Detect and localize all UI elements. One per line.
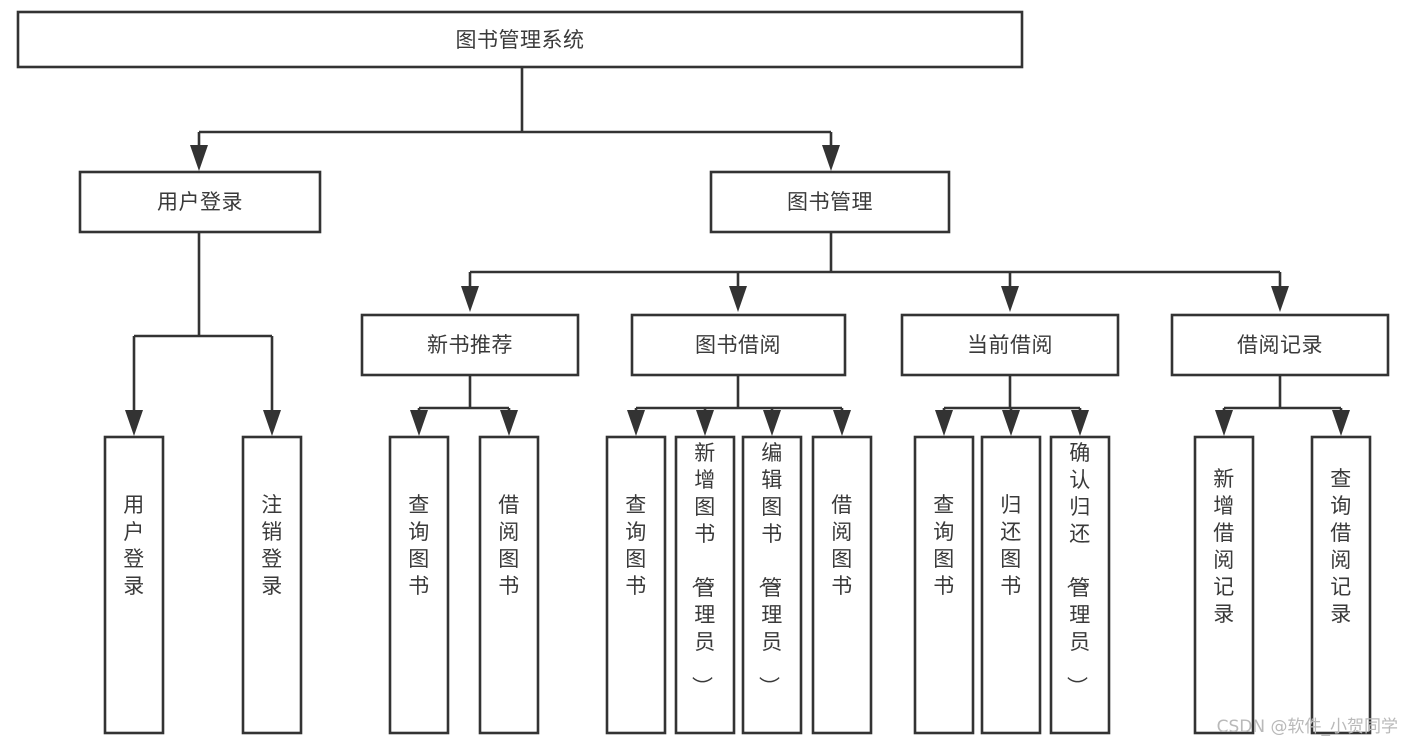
arrow-cb-leaf-1-icon — [935, 410, 953, 436]
node-leaf-nbr-query-label: 查询图书 — [408, 493, 430, 598]
node-book-manage-label: 图书管理 — [787, 190, 873, 214]
node-leaf-br-query-box[interactable] — [1310, 435, 1372, 735]
arrow-user-login-leaf-1-icon — [125, 410, 143, 436]
arrow-bb-leaf-1-icon — [627, 410, 645, 436]
node-leaf-user-login[interactable]: 用户登录 — [103, 435, 165, 735]
arrow-bb-leaf-3-icon — [763, 410, 781, 436]
node-leaf-bb-edit-box[interactable] — [741, 435, 803, 735]
node-leaf-logout-box[interactable] — [241, 435, 303, 735]
node-borrow-record-label: 借阅记录 — [1237, 333, 1323, 357]
watermark-label: CSDN @软件_小贺同学 — [1217, 717, 1398, 737]
arrow-br-leaf-1-icon — [1215, 410, 1233, 436]
node-current-borrow-label: 当前借阅 — [967, 333, 1053, 357]
node-leaf-cb-query-box[interactable] — [913, 435, 975, 735]
node-new-book-rec-box[interactable] — [360, 313, 580, 377]
arrow-root-to-user-login-icon — [190, 145, 208, 171]
connector-layer — [125, 67, 1350, 436]
node-root-box[interactable] — [16, 10, 1024, 69]
node-leaf-bb-borrow-label: 借阅图书 — [831, 493, 853, 598]
node-book-borrow-box[interactable] — [630, 313, 847, 377]
node-leaf-bb-borrow-box[interactable] — [811, 435, 873, 735]
node-leaf-br-query-label: 查询借阅记录 — [1330, 467, 1352, 626]
node-leaf-cb-confirm-box[interactable] — [1049, 435, 1111, 735]
node-new-book-rec[interactable]: 新书推荐 — [360, 313, 580, 377]
node-leaf-cb-return-label: 归还图书 — [1000, 493, 1022, 598]
node-leaf-logout-label: 注销登录 — [261, 493, 283, 598]
node-user-login[interactable]: 用户登录 — [78, 170, 322, 234]
node-leaf-cb-query[interactable]: 查询图书 — [913, 435, 975, 735]
node-leaf-br-add-label: 新增借阅记录 — [1213, 467, 1235, 626]
node-borrow-record-box[interactable] — [1170, 313, 1390, 377]
node-leaf-nbr-query[interactable]: 查询图书 — [388, 435, 450, 735]
node-leaf-nbr-borrow-box[interactable] — [478, 435, 540, 735]
arrow-bm-to-book-borrow-icon — [729, 286, 747, 312]
arrow-bb-leaf-4-icon — [833, 410, 851, 436]
node-root-label: 图书管理系统 — [456, 28, 585, 52]
node-leaf-cb-return[interactable]: 归还图书 — [980, 435, 1042, 735]
node-leaf-bb-query[interactable]: 查询图书 — [605, 435, 667, 735]
node-leaf-bb-add-label: 新增图书（管理员） — [689, 441, 716, 698]
node-book-borrow[interactable]: 图书借阅 — [630, 313, 847, 377]
node-user-login-label: 用户登录 — [157, 190, 243, 214]
node-leaf-cb-confirm[interactable]: 确认归还（管理员） — [1049, 435, 1111, 735]
node-leaf-br-add-box[interactable] — [1193, 435, 1255, 735]
node-book-manage-box[interactable] — [709, 170, 951, 234]
node-leaf-bb-borrow[interactable]: 借阅图书 — [811, 435, 873, 735]
node-leaf-bb-edit[interactable]: 编辑图书（管理员） — [741, 435, 803, 735]
arrow-bm-to-new-book-rec-icon — [461, 286, 479, 312]
node-leaf-bb-add-box[interactable] — [674, 435, 736, 735]
node-leaf-cb-confirm-label: 确认归还（管理员） — [1064, 441, 1091, 698]
node-leaf-cb-query-label: 查询图书 — [933, 493, 955, 598]
node-leaf-user-login-label: 用户登录 — [123, 493, 145, 598]
arrow-cb-leaf-3-icon — [1071, 410, 1089, 436]
arrow-bb-leaf-2-icon — [696, 410, 714, 436]
arrow-br-leaf-2-icon — [1332, 410, 1350, 436]
node-leaf-br-query[interactable]: 查询借阅记录 — [1310, 435, 1372, 735]
node-leaf-bb-query-box[interactable] — [605, 435, 667, 735]
node-leaf-nbr-borrow-label: 借阅图书 — [498, 493, 520, 598]
node-book-manage[interactable]: 图书管理 — [709, 170, 951, 234]
node-leaf-cb-return-box[interactable] — [980, 435, 1042, 735]
node-current-borrow-box[interactable] — [900, 313, 1120, 377]
node-current-borrow[interactable]: 当前借阅 — [900, 313, 1120, 377]
node-leaf-logout[interactable]: 注销登录 — [241, 435, 303, 735]
arrow-cb-leaf-2-icon — [1002, 410, 1020, 436]
arrow-nbr-leaf-2-icon — [500, 410, 518, 436]
node-user-login-box[interactable] — [78, 170, 322, 234]
arrow-nbr-leaf-1-icon — [410, 410, 428, 436]
node-leaf-bb-add[interactable]: 新增图书（管理员） — [674, 435, 736, 735]
node-root[interactable]: 图书管理系统 — [16, 10, 1024, 69]
arrow-root-to-book-manage-icon — [822, 145, 840, 171]
node-new-book-rec-label: 新书推荐 — [427, 333, 513, 357]
node-leaf-bb-query-label: 查询图书 — [625, 493, 647, 598]
node-book-borrow-label: 图书借阅 — [695, 333, 781, 357]
node-leaf-bb-edit-label: 编辑图书（管理员） — [756, 441, 783, 698]
node-leaf-user-login-box[interactable] — [103, 435, 165, 735]
node-leaf-nbr-borrow[interactable]: 借阅图书 — [478, 435, 540, 735]
node-leaf-nbr-query-box[interactable] — [388, 435, 450, 735]
node-borrow-record[interactable]: 借阅记录 — [1170, 313, 1390, 377]
arrow-user-login-leaf-2-icon — [263, 410, 281, 436]
node-leaf-br-add[interactable]: 新增借阅记录 — [1193, 435, 1255, 735]
arrow-bm-to-borrow-record-icon — [1271, 286, 1289, 312]
arrow-bm-to-current-borrow-icon — [1001, 286, 1019, 312]
